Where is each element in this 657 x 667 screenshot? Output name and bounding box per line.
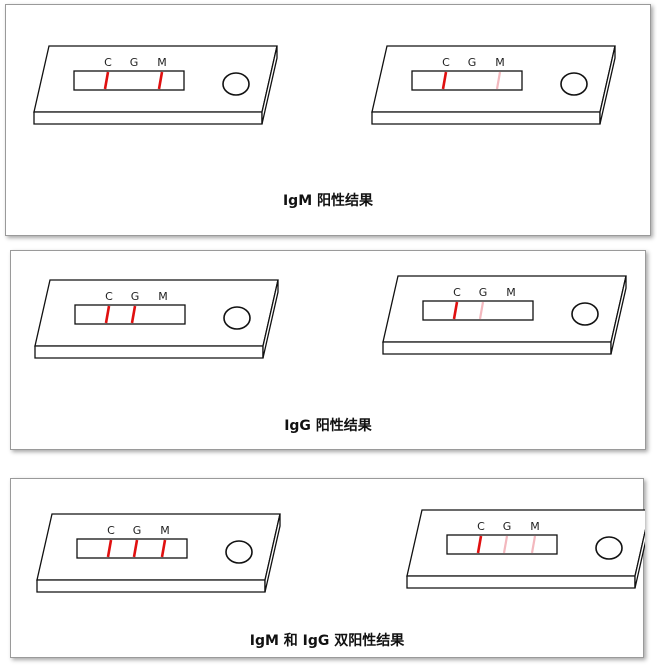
cassette-front-edge xyxy=(406,575,636,589)
line-label-g: G xyxy=(133,524,142,537)
test-line-c-strong xyxy=(476,535,483,554)
panel-caption: IgG 阳性结果 xyxy=(284,418,372,434)
result-window xyxy=(446,534,558,555)
line-label-m: M xyxy=(530,520,540,533)
cassette-front-edge xyxy=(382,341,612,355)
test-line-c-strong xyxy=(441,71,448,90)
test-line-g-faint xyxy=(502,535,509,554)
sample-well xyxy=(223,306,251,330)
cassette-front-edge xyxy=(36,579,266,593)
result-window xyxy=(411,70,523,91)
test-line-g-strong xyxy=(130,305,137,324)
line-label-c: C xyxy=(477,520,485,533)
line-label-c: C xyxy=(453,286,461,299)
test-line-g-faint xyxy=(478,301,485,320)
line-label-m: M xyxy=(160,524,170,537)
sample-well xyxy=(225,540,253,564)
result-window xyxy=(74,304,186,325)
test-line-c-strong xyxy=(452,301,459,320)
sample-well xyxy=(560,72,588,96)
line-label-g: G xyxy=(479,286,488,299)
test-line-m-strong xyxy=(157,71,164,90)
panel-igm-positive: C G M C G M IgM 阳性结果 xyxy=(5,4,651,236)
result-window xyxy=(422,300,534,321)
line-label-c: C xyxy=(105,290,113,303)
cassette-side-edge xyxy=(264,513,281,593)
cassette-front-edge xyxy=(34,345,264,359)
line-label-m: M xyxy=(157,56,167,69)
line-label-c: C xyxy=(442,56,450,69)
test-line-g-strong xyxy=(132,539,139,558)
sample-well xyxy=(571,302,599,326)
line-label-m: M xyxy=(158,290,168,303)
line-label-m: M xyxy=(506,286,516,299)
line-label-c: C xyxy=(104,56,112,69)
test-line-c-strong xyxy=(106,539,113,558)
cassette-front-edge xyxy=(33,111,263,125)
test-line-c-strong xyxy=(103,71,110,90)
line-label-g: G xyxy=(503,520,512,533)
panel-igm-igg-double-positive: C G M C G M IgM 和 IgG 双阳性结果 xyxy=(10,478,645,658)
cassette-side-edge xyxy=(634,529,645,589)
cassette-side-edge xyxy=(599,45,616,125)
cassette-front-edge xyxy=(371,111,601,125)
sample-well xyxy=(595,536,623,560)
result-window xyxy=(73,70,185,91)
line-label-g: G xyxy=(130,56,139,69)
line-label-m: M xyxy=(495,56,505,69)
panel-caption: IgM 阳性结果 xyxy=(282,193,374,209)
panel-igg-positive: C G M C G M IgG 阳性结果 xyxy=(10,250,646,450)
line-label-g: G xyxy=(468,56,477,69)
test-line-c-strong xyxy=(104,305,111,324)
line-label-c: C xyxy=(107,524,115,537)
test-line-m-faint xyxy=(530,535,537,554)
line-label-g: G xyxy=(131,290,140,303)
cassette-side-edge xyxy=(610,275,627,355)
test-line-m-strong xyxy=(160,539,167,558)
test-line-m-faint xyxy=(495,71,502,90)
panel-caption: IgM 和 IgG 双阳性结果 xyxy=(249,633,405,649)
cassette-side-edge xyxy=(262,279,279,359)
sample-well xyxy=(222,72,250,96)
cassette-side-edge xyxy=(261,45,278,125)
result-window xyxy=(76,538,188,559)
